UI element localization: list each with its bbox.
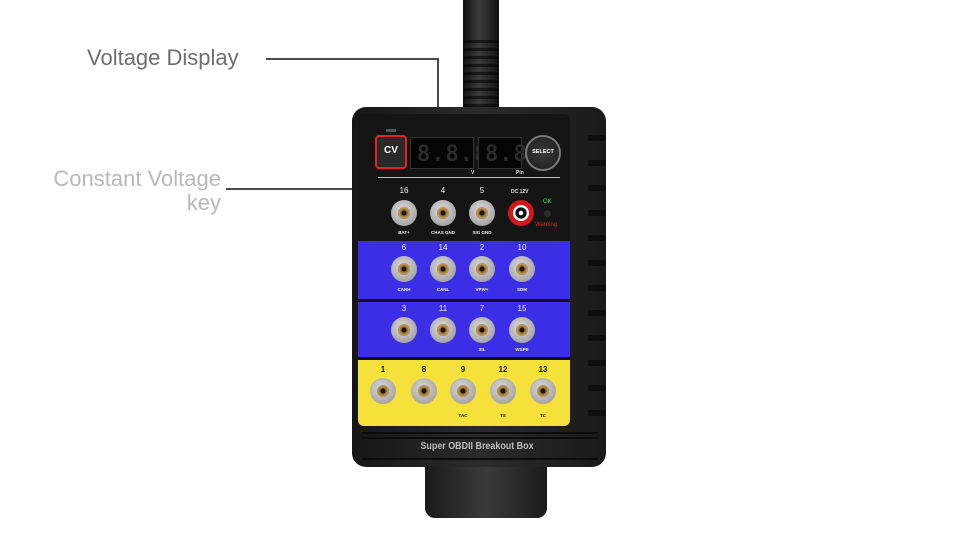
pin-12-jack[interactable] xyxy=(490,378,516,404)
obd-connector xyxy=(425,462,547,518)
pin-11-jack[interactable] xyxy=(430,317,456,343)
pin-3-jack[interactable] xyxy=(391,317,417,343)
pin-14-jack[interactable] xyxy=(430,256,456,282)
constant-voltage-key[interactable]: CV xyxy=(375,135,407,169)
pin-7-label: SIL xyxy=(478,347,486,352)
band-divider xyxy=(358,299,570,302)
pin-6-number: 6 xyxy=(401,243,407,252)
pin-10-label: SDM xyxy=(517,287,527,292)
dc-12v-label: DC 12V xyxy=(511,189,529,195)
blue-band-lower: 3 11 7 15 SIL WSPE xyxy=(358,302,570,357)
yellow-band: 1 8 9 12 13 TAC TS TC xyxy=(358,360,570,426)
pin-8-number: 8 xyxy=(421,365,427,374)
pin-display: 8.8 xyxy=(478,137,527,169)
pin-16-number: 16 xyxy=(399,186,409,195)
pin-15-label: WSPE xyxy=(515,347,529,352)
pin-10-jack[interactable] xyxy=(509,256,535,282)
pin-15-jack[interactable] xyxy=(509,317,535,343)
pin-2-label: VPW+ xyxy=(475,287,489,292)
device-cable xyxy=(463,0,499,112)
pin-6-label: CANH xyxy=(397,287,411,292)
pin-16-label: BAT+ xyxy=(398,230,410,235)
pin-9-label: TAC xyxy=(458,413,468,418)
warning-label: Warning xyxy=(535,222,558,228)
pin-1-jack[interactable] xyxy=(370,378,396,404)
unit-v-label: V xyxy=(471,170,475,176)
pin-5-label: SIG GND xyxy=(472,230,492,235)
voltage-leader-vertical xyxy=(437,58,439,134)
blue-band-upper: 6 14 2 10 CANH CANL VPW+ SDM xyxy=(358,241,570,299)
ok-label: OK xyxy=(543,199,552,205)
pin-10-number: 10 xyxy=(517,243,527,252)
pin-14-number: 14 xyxy=(438,243,448,252)
pin-15-number: 15 xyxy=(517,304,527,313)
pin-3-number: 3 xyxy=(401,304,407,313)
status-led xyxy=(544,210,551,217)
cv-leader-horizontal xyxy=(226,188,388,190)
pin-5-jack[interactable] xyxy=(469,200,495,226)
cv-indicator-led xyxy=(386,129,396,132)
panel-divider xyxy=(378,177,560,178)
pin-9-jack[interactable] xyxy=(450,378,476,404)
pin-4-jack[interactable] xyxy=(430,200,456,226)
pin-12-label: TS xyxy=(500,413,506,418)
pin-14-label: CANL xyxy=(436,287,450,292)
band-divider xyxy=(358,357,570,360)
pin-2-number: 2 xyxy=(479,243,485,252)
pin-1-number: 1 xyxy=(380,365,386,374)
pin-2-jack[interactable] xyxy=(469,256,495,282)
pin-4-label: CHAS GND xyxy=(430,230,455,235)
pin-16-jack[interactable] xyxy=(391,200,417,226)
constant-voltage-callout: Constant Voltage key xyxy=(53,167,221,215)
voltage-display: 8.8.8 xyxy=(410,137,487,169)
device-front-panel: CV 8.8.8 8.8 V Pin SELECT 16 4 5 BAT+ CH… xyxy=(358,114,570,426)
pin-7-number: 7 xyxy=(479,304,485,313)
select-button-label: SELECT xyxy=(532,149,554,155)
constant-voltage-callout-line2: key xyxy=(186,190,221,215)
pin-13-number: 13 xyxy=(538,365,548,374)
pin-8-jack[interactable] xyxy=(411,378,437,404)
pin-4-number: 4 xyxy=(440,186,446,195)
pin-9-number: 9 xyxy=(460,365,466,374)
pin-6-jack[interactable] xyxy=(391,256,417,282)
pin-12-number: 12 xyxy=(498,365,508,374)
device-brand-label: Super OBDII Breakout Box xyxy=(420,440,534,452)
pin-13-jack[interactable] xyxy=(530,378,556,404)
pin-5-number: 5 xyxy=(479,186,485,195)
constant-voltage-callout-line1: Constant Voltage xyxy=(53,166,221,191)
select-button[interactable]: SELECT xyxy=(525,135,561,171)
pin-11-number: 11 xyxy=(438,304,448,313)
dc-12v-jack[interactable] xyxy=(508,200,534,226)
control-panel: CV 8.8.8 8.8 V Pin SELECT 16 4 5 BAT+ CH… xyxy=(358,114,570,241)
cv-key-label: CV xyxy=(384,145,398,156)
pin-7-jack[interactable] xyxy=(469,317,495,343)
pin-13-label: TC xyxy=(540,413,546,418)
voltage-leader-horizontal xyxy=(266,58,438,60)
voltage-display-callout: Voltage Display xyxy=(87,45,239,70)
unit-pin-label: Pin xyxy=(516,170,524,176)
